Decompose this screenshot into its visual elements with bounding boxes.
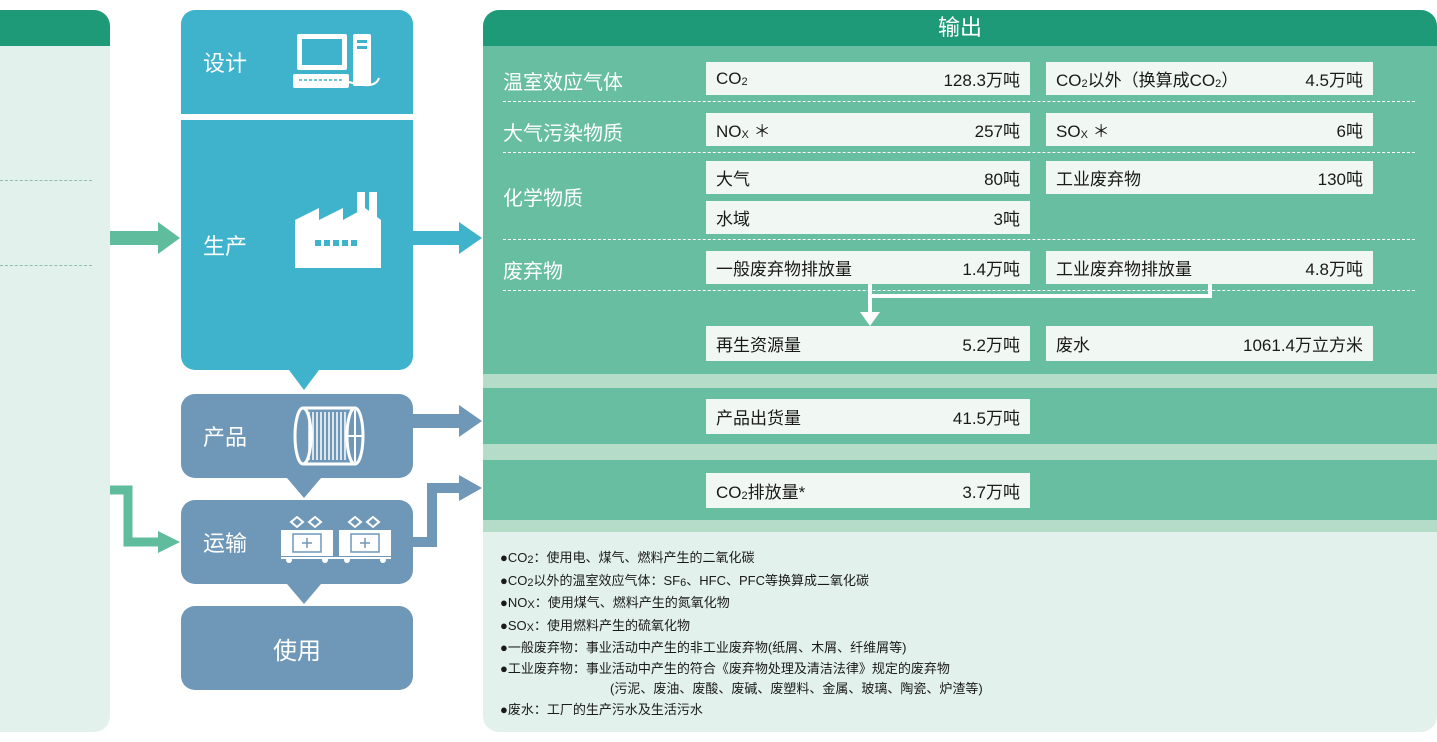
freight-train-icon xyxy=(281,516,391,563)
row-divider xyxy=(503,290,1415,291)
stage-production-label: 生产 xyxy=(203,234,248,259)
cell-transport-co2: CO2排放量* 3.7万吨 xyxy=(706,473,1030,508)
row-divider xyxy=(503,101,1415,102)
note-item: ●CO2以外的温室效应气体：SF6、HFC、PFC等换算成二氧化碳 xyxy=(500,572,869,589)
row-label-chemicals: 化学物质 xyxy=(503,188,583,210)
notes-list: ●CO2：使用电、煤气、燃料产生的二氧化碳 ●CO2以外的温室效应气体：SF6、… xyxy=(500,548,1400,720)
cell-chem-air-name: 大气 xyxy=(716,170,750,189)
arrow-down-transport-use xyxy=(287,584,321,604)
cell-recycled: 再生资源量 5.2万吨 xyxy=(706,326,1030,361)
note-item: ●NOX：使用煤气、燃料产生的氮氧化物 xyxy=(500,595,730,611)
cell-wastewater-name: 废水 xyxy=(1056,336,1090,355)
cell-co2: CO2 128.3万吨 xyxy=(706,62,1030,95)
stage-use-label: 使用 xyxy=(273,637,321,665)
stage-product: 产品 xyxy=(181,394,413,478)
cell-shipment-value: 41.5万吨 xyxy=(952,409,1020,428)
cell-shipment-name: 产品出货量 xyxy=(716,409,801,428)
cell-chem-air: 大气 80吨 xyxy=(706,161,1030,194)
stage-transport: 运输 xyxy=(181,500,413,584)
cable-reel-icon xyxy=(293,406,365,466)
arrow-head-input-transport xyxy=(158,531,180,553)
cell-non-co2-name: CO2以外（换算成CO2） xyxy=(1056,71,1239,90)
arrow-shaft-transport-output xyxy=(413,483,462,547)
cell-industrial-waste-emission: 工业废弃物排放量 4.8万吨 xyxy=(1046,251,1373,284)
computer-icon xyxy=(293,34,380,88)
cell-transport-co2-value: 3.7万吨 xyxy=(962,483,1020,502)
cell-industrial-waste-emission-value: 4.8万吨 xyxy=(1305,260,1363,279)
stage-product-label: 产品 xyxy=(203,425,248,450)
separator-band xyxy=(483,444,1437,460)
cell-wastewater-value: 1061.4万立方米 xyxy=(1243,336,1363,355)
row-divider xyxy=(503,152,1415,153)
arrow-shaft-production-output xyxy=(413,231,461,245)
cell-sox-name: SOX ＊ xyxy=(1056,122,1110,141)
divider xyxy=(0,265,92,266)
arrow-shaft-input-transport xyxy=(110,485,160,547)
input-panel-header xyxy=(0,10,110,46)
arrow-head-transport-output xyxy=(459,475,482,501)
output-header: 输出 xyxy=(483,10,1437,46)
note-item: ●CO2：使用电、煤气、燃料产生的二氧化碳 xyxy=(500,550,755,566)
cell-non-co2-ghg: CO2以外（换算成CO2） 4.5万吨 xyxy=(1046,62,1373,95)
cell-wastewater: 废水 1061.4万立方米 xyxy=(1046,326,1373,361)
arrow-down-product-transport xyxy=(287,478,321,498)
separator-band xyxy=(483,374,1437,388)
note-item: ●工业废弃物：事业活动中产生的符合《废弃物处理及清洁法律》规定的废弃物 xyxy=(500,660,950,676)
cell-industrial-waste-emission-name: 工业废弃物排放量 xyxy=(1056,260,1192,279)
cell-nox: NOX ＊ 257吨 xyxy=(706,113,1030,146)
row-label-air-pollutants: 大气污染物质 xyxy=(503,123,623,145)
cell-co2-value: 128.3万吨 xyxy=(943,71,1020,90)
cell-general-waste-name: 一般废弃物排放量 xyxy=(716,260,852,279)
factory-icon xyxy=(295,192,381,268)
separator-band xyxy=(483,520,1437,532)
arrow-shaft-input-production xyxy=(110,231,160,245)
cell-nox-name: NOX ＊ xyxy=(716,122,771,141)
cell-chem-water-name: 水域 xyxy=(716,210,750,229)
arrow-head-input-production xyxy=(158,222,180,254)
recycle-connector xyxy=(860,284,1212,326)
cell-chem-industrial-waste: 工业废弃物 130吨 xyxy=(1046,161,1373,194)
cell-general-waste: 一般废弃物排放量 1.4万吨 xyxy=(706,251,1030,284)
row-label-waste: 废弃物 xyxy=(503,261,563,283)
stage-design: 设计 xyxy=(181,10,413,114)
cell-sox: SOX ＊ 6吨 xyxy=(1046,113,1373,146)
notes-panel xyxy=(483,532,1437,732)
cell-general-waste-value: 1.4万吨 xyxy=(962,260,1020,279)
cell-chem-water-value: 3吨 xyxy=(993,210,1020,229)
cell-transport-co2-name: CO2排放量* xyxy=(716,483,806,502)
cell-co2-name: CO2 xyxy=(716,68,748,88)
cell-recycled-name: 再生资源量 xyxy=(716,336,801,355)
stage-design-label: 设计 xyxy=(203,51,248,76)
stage-transport-label: 运输 xyxy=(203,531,248,556)
cell-chem-water: 水域 3吨 xyxy=(706,201,1030,234)
arrow-head-product-output xyxy=(459,405,482,437)
note-item: ●SOX：使用燃料产生的硫氧化物 xyxy=(500,617,690,634)
cell-chem-industrial-waste-value: 130吨 xyxy=(1317,170,1363,189)
row-divider xyxy=(503,239,1415,240)
cell-shipment: 产品出货量 41.5万吨 xyxy=(706,399,1030,434)
stage-production: 生产 xyxy=(181,120,413,370)
stage-use: 使用 xyxy=(181,606,413,690)
arrow-shaft-product-output xyxy=(413,414,461,428)
cell-non-co2-value: 4.5万吨 xyxy=(1305,71,1363,90)
note-item: ●废水：工厂的生产污水及生活污水 xyxy=(500,701,703,717)
note-item: ●一般废弃物：事业活动中产生的非工业废弃物(纸屑、木屑、纤维屑等) xyxy=(500,640,907,655)
input-panel-body xyxy=(0,46,110,732)
cell-chem-industrial-waste-name: 工业废弃物 xyxy=(1056,170,1141,189)
arrow-down-production-product xyxy=(289,370,319,390)
cell-recycled-value: 5.2万吨 xyxy=(962,336,1020,355)
note-item-continuation: (污泥、废油、废酸、废碱、废塑料、金属、玻璃、陶瓷、炉渣等) xyxy=(610,681,983,696)
arrow-head-production-output xyxy=(459,222,482,254)
cell-chem-air-value: 80吨 xyxy=(984,170,1020,189)
divider xyxy=(0,180,92,181)
cell-sox-value: 6吨 xyxy=(1336,122,1363,141)
row-label-ghg: 温室效应气体 xyxy=(503,72,623,94)
cell-nox-value: 257吨 xyxy=(974,122,1020,141)
